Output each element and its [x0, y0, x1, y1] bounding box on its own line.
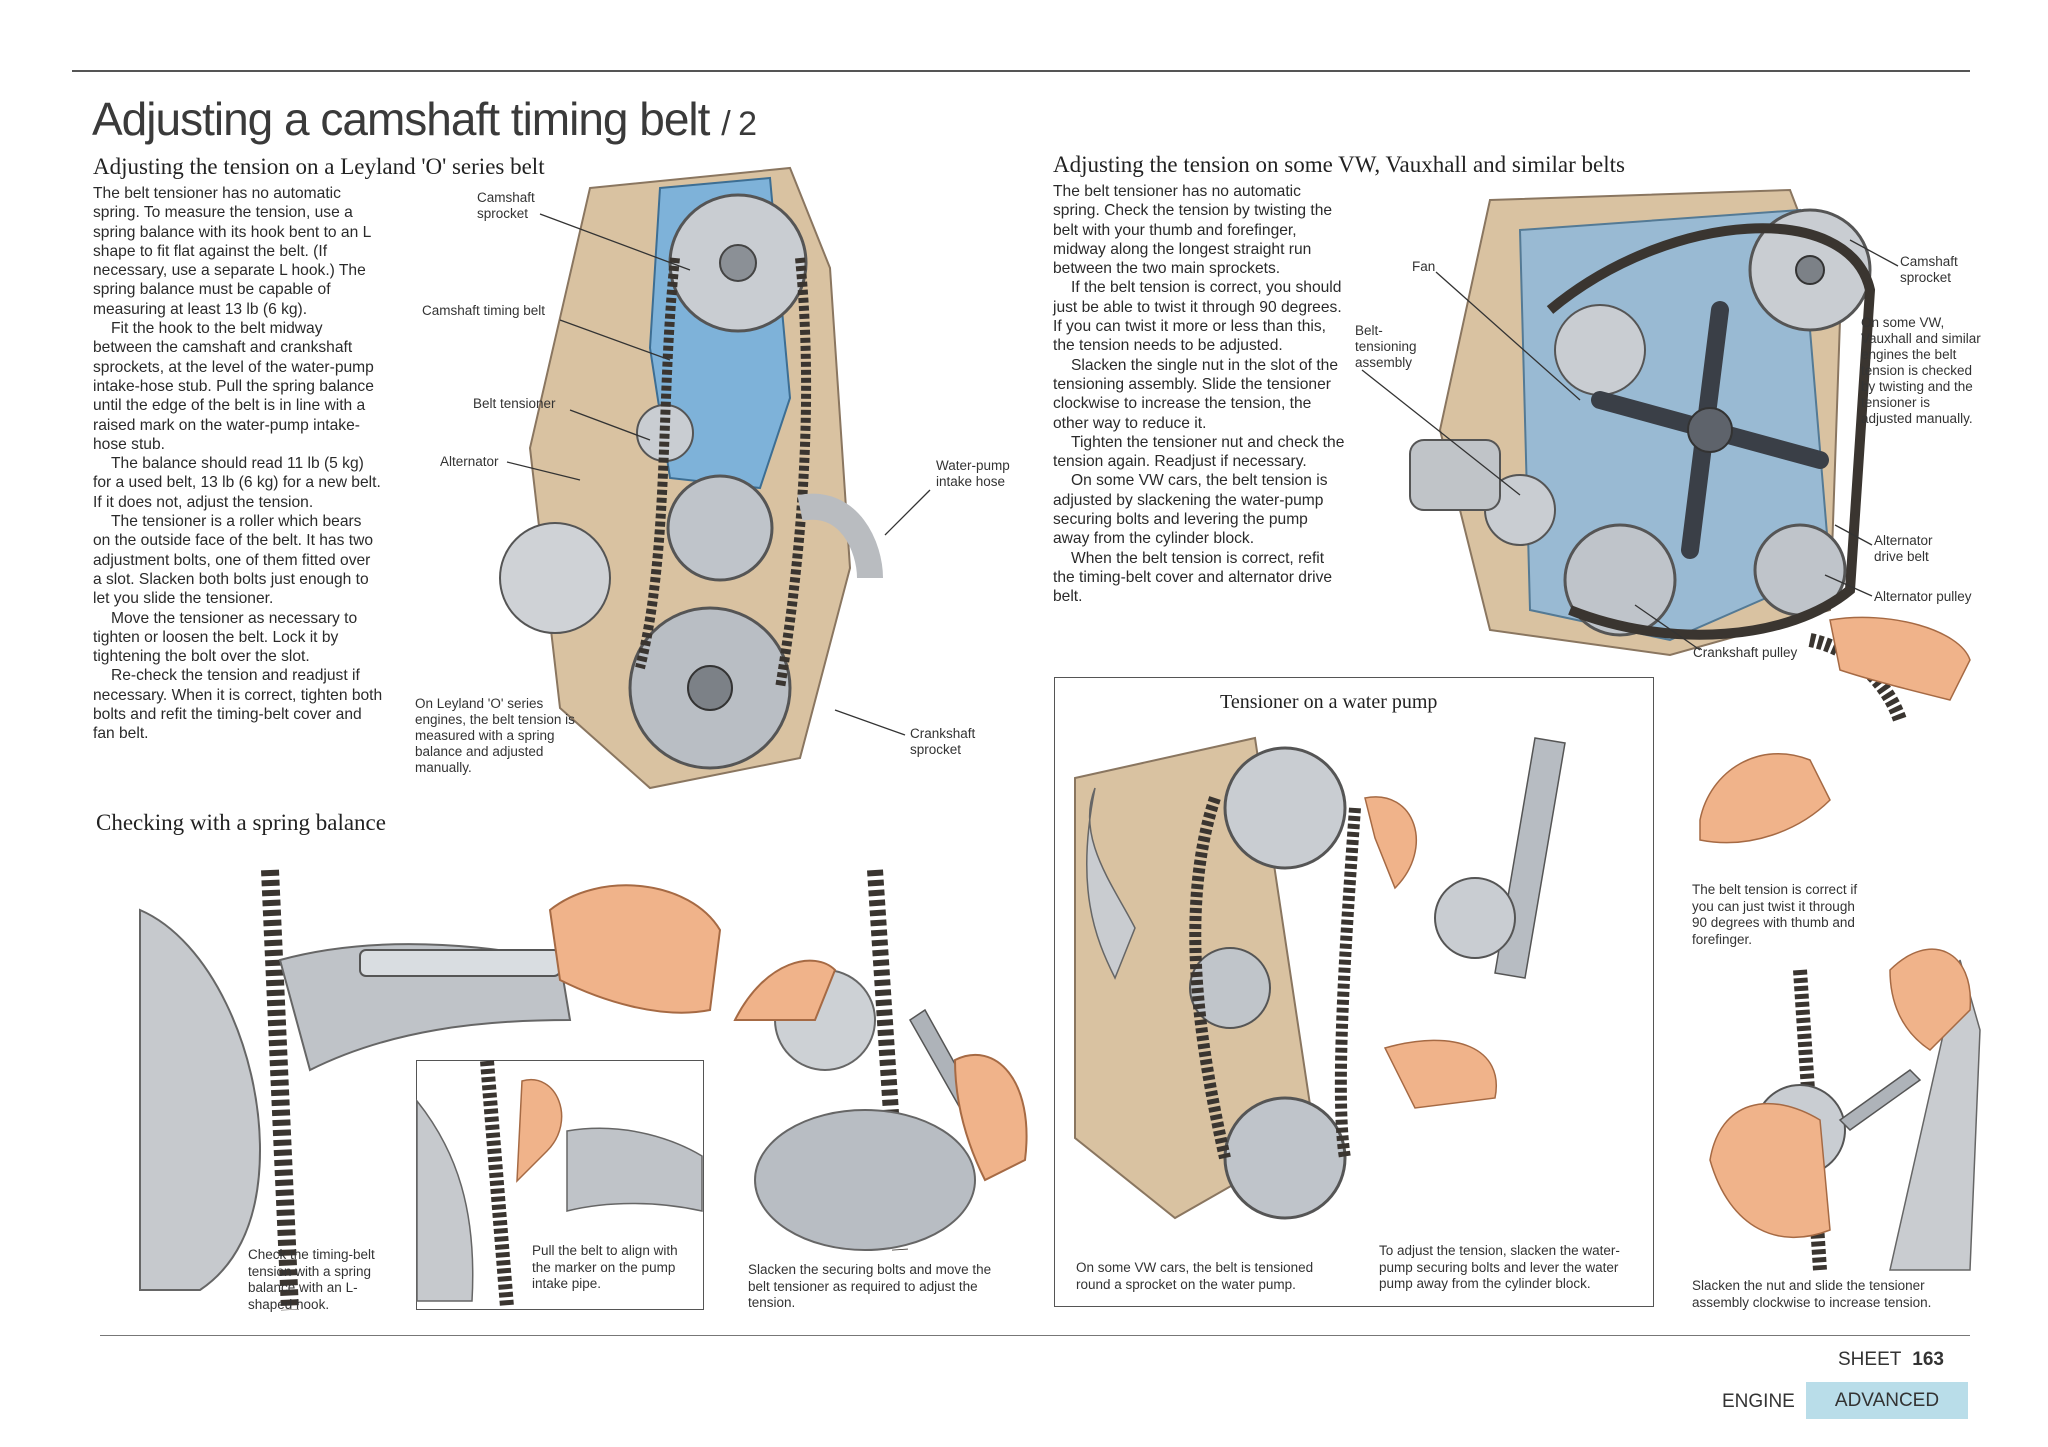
caption-slacken-nut: Slacken the nut and slide the tensioner … [1692, 1278, 1932, 1310]
right-paragraph: On some VW cars, the belt tension is adj… [1053, 472, 1328, 548]
sheet-label-group: SHEET 163 [1838, 1349, 1944, 1371]
water-pump-heading: Tensioner on a water pump [1220, 691, 1438, 713]
right-paragraph: Slacken the single nut in the slot of th… [1053, 356, 1338, 432]
caption-pull-belt: Pull the belt to align with the marker o… [532, 1243, 678, 1291]
footer-level-badge: ADVANCED [1806, 1382, 1968, 1419]
right-paragraph: When the belt tension is correct, refit … [1053, 549, 1333, 606]
water-pump-box: Tensioner on a water pump On some VW car… [1054, 677, 1654, 1307]
caption-check-timing-belt: Check the timing-belt tension with a spr… [248, 1247, 375, 1312]
caption-adjust-water-pump: To adjust the tension, slacken the water… [1379, 1243, 1620, 1291]
spring-balance-illustration [139, 869, 722, 1311]
page-title-text: Adjusting a camshaft timing belt [92, 93, 710, 145]
left-paragraph: Move the tensioner as necessary to tight… [93, 609, 358, 666]
tensioner-bolt-illustration [733, 869, 1028, 1251]
vw-note: On some VW, Vauxhall and similar engines… [1861, 315, 1981, 426]
label-alternator-drive-belt: Alternator drive belt [1874, 533, 1933, 564]
slacken-nut-illustration [1709, 948, 1981, 1271]
page-title: Adjusting a camshaft timing belt / 2 [92, 92, 757, 146]
left-body-text: The belt tensioner has no automatic spri… [93, 184, 383, 744]
right-paragraph: Tighten the tensioner nut and check the … [1053, 433, 1345, 471]
right-body-text: The belt tensioner has no automatic spri… [1053, 182, 1345, 607]
label-crankshaft-sprocket: Crankshaft sprocket [910, 726, 976, 757]
label-belt-tensioning-assembly: Belt-tensioning assembly [1355, 323, 1417, 370]
caption-slacken-bolts: Slacken the securing bolts and move the … [748, 1262, 992, 1310]
right-heading: Adjusting the tension on some VW, Vauxha… [1053, 152, 1625, 177]
label-water-pump-intake-hose: Water-pump intake hose [936, 458, 1010, 489]
left-paragraph: The belt tensioner has no automatic spri… [93, 185, 371, 318]
label-fan: Fan [1412, 259, 1436, 274]
pull-inset-box [416, 1060, 704, 1310]
label-alternator: Alternator [440, 454, 499, 469]
label-vw-camshaft-sprocket: Camshaft sprocket [1900, 254, 1958, 285]
left-paragraph: The balance should read 11 lb (5 kg) for… [93, 455, 381, 511]
right-paragraph: The belt tensioner has no automatic spri… [1053, 183, 1333, 278]
caption-belt-tension-correct: The belt tension is correct if you can j… [1692, 882, 1858, 947]
label-camshaft-timing-belt: Camshaft timing belt [422, 303, 546, 318]
label-belt-tensioner: Belt tensioner [473, 396, 556, 411]
pull-inset-illustration [416, 1060, 703, 1308]
sheet-number: 163 [1912, 1349, 1944, 1370]
leyland-engine-illustration [499, 166, 883, 790]
right-paragraph: If the belt tension is correct, you shou… [1053, 279, 1342, 355]
top-rule [72, 70, 1970, 72]
footer-level: ADVANCED [1834, 1390, 1940, 1411]
sheet-label: SHEET [1838, 1349, 1902, 1370]
water-pump-illustration [1074, 736, 1566, 1220]
left-heading: Adjusting the tension on a Leyland 'O' s… [93, 154, 545, 179]
footer-section: ENGINE [1722, 1391, 1795, 1412]
leyland-note: On Leyland 'O' series engines, the belt … [415, 696, 575, 775]
label-crankshaft-pulley: Crankshaft pulley [1693, 645, 1798, 660]
caption-vw-sprocket: On some VW cars, the belt is tensioned r… [1076, 1260, 1314, 1292]
left-paragraph: The tensioner is a roller which bears on… [93, 513, 374, 608]
vw-engine-illustration [1409, 188, 1876, 657]
left-paragraph: Fit the hook to the belt midway between … [93, 320, 374, 453]
label-camshaft-sprocket: Camshaft sprocket [477, 190, 535, 221]
spring-heading: Checking with a spring balance [96, 810, 386, 835]
left-paragraph: Re-check the tension and readjust if nec… [93, 667, 383, 743]
page-title-part: / 2 [721, 105, 757, 143]
twist-belt-illustration [1699, 616, 1971, 844]
bottom-rule [100, 1335, 1970, 1336]
label-alternator-pulley: Alternator pulley [1874, 589, 1972, 604]
